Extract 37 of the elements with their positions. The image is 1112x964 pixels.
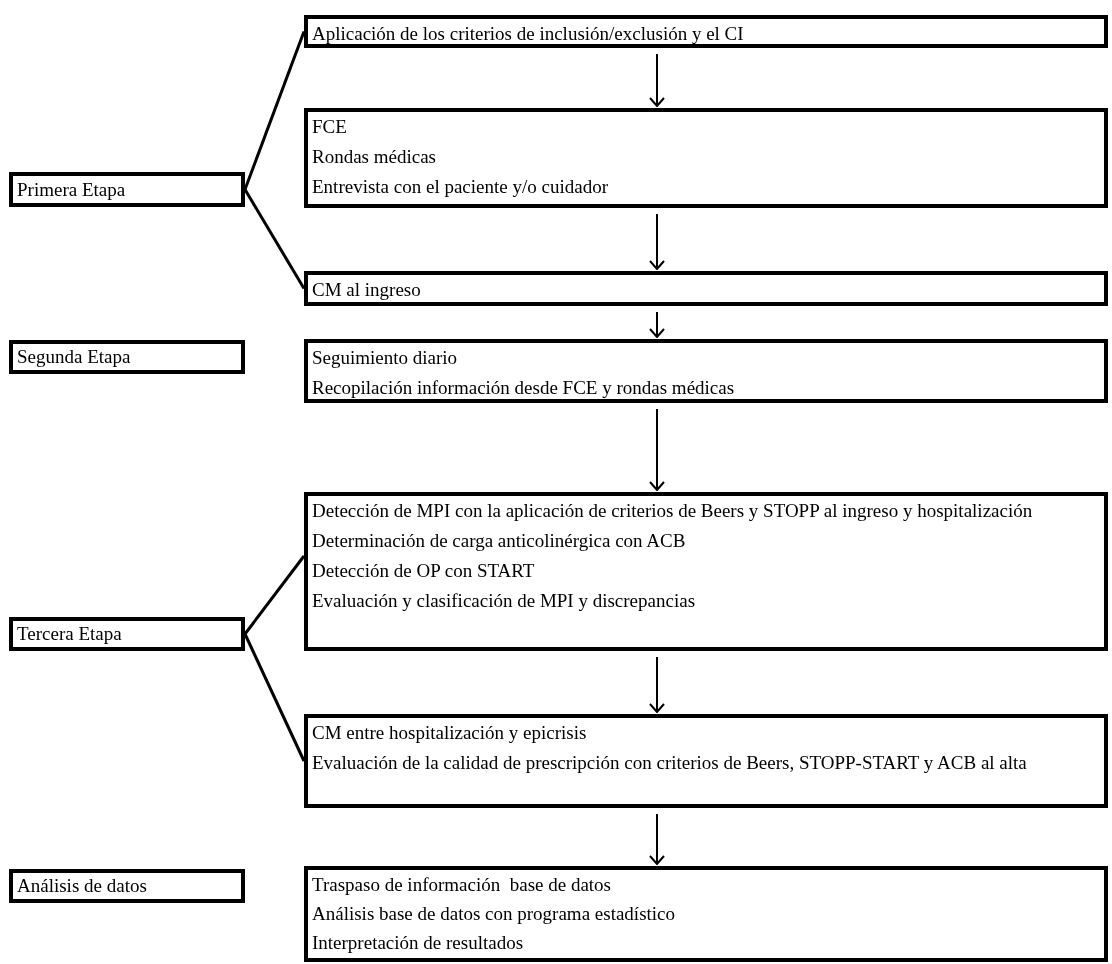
box-text: Tercera Etapa	[17, 622, 123, 646]
box-text: Entrevista con el paciente y/o cuidador	[312, 175, 609, 199]
box-text: Análisis base de datos con programa estadístico	[312, 902, 676, 926]
box-text: Segunda Etapa	[17, 345, 132, 369]
box-text: Análisis de datos	[17, 874, 148, 898]
box-text: FCE	[312, 115, 348, 139]
box-text: Primera Etapa	[17, 177, 127, 202]
process-box	[304, 15, 1108, 48]
stage-box	[9, 172, 245, 207]
box-text: Evaluación y clasificación de MPI y discrepancias	[312, 589, 697, 613]
stage-box	[9, 869, 245, 903]
stage-box	[9, 617, 245, 651]
process-box	[304, 339, 1108, 403]
box-text: Evaluación de la calidad de prescripción con criterios de Beers, STOPP-START y ACB al alta	[312, 751, 1028, 775]
process-box	[304, 492, 1108, 651]
process-box	[304, 271, 1108, 306]
box-text: Rondas médicas	[312, 145, 437, 169]
arrow	[649, 311, 665, 338]
box-text: CM entre hospitalización y epicrisis	[312, 721, 588, 745]
box-text: Seguimiento diario	[312, 346, 459, 370]
stage-box	[9, 340, 245, 374]
box-text: Aplicación de los criterios de inclusión/exclusión y el CI	[312, 22, 745, 46]
process-box	[304, 714, 1108, 808]
arrow	[649, 53, 665, 107]
box-text: Traspaso de información base de datos	[312, 873, 612, 897]
arrow	[649, 813, 665, 865]
process-box	[304, 108, 1108, 208]
box-text: Detección de OP con START	[312, 559, 536, 583]
arrow	[649, 408, 665, 491]
arrow	[649, 213, 665, 270]
box-text: Interpretación de resultados	[312, 931, 525, 955]
box-text: CM al ingreso	[312, 278, 422, 302]
box-text: Detección de MPI con la aplicación de criterios de Beers y STOPP al ingreso y hospitalización	[312, 499, 1034, 523]
box-text: Recopilación información desde FCE y rondas médicas	[312, 376, 736, 400]
box-text: Determinación de carga anticolinérgica con ACB	[312, 529, 687, 553]
arrow	[649, 656, 665, 713]
process-box	[304, 866, 1108, 962]
